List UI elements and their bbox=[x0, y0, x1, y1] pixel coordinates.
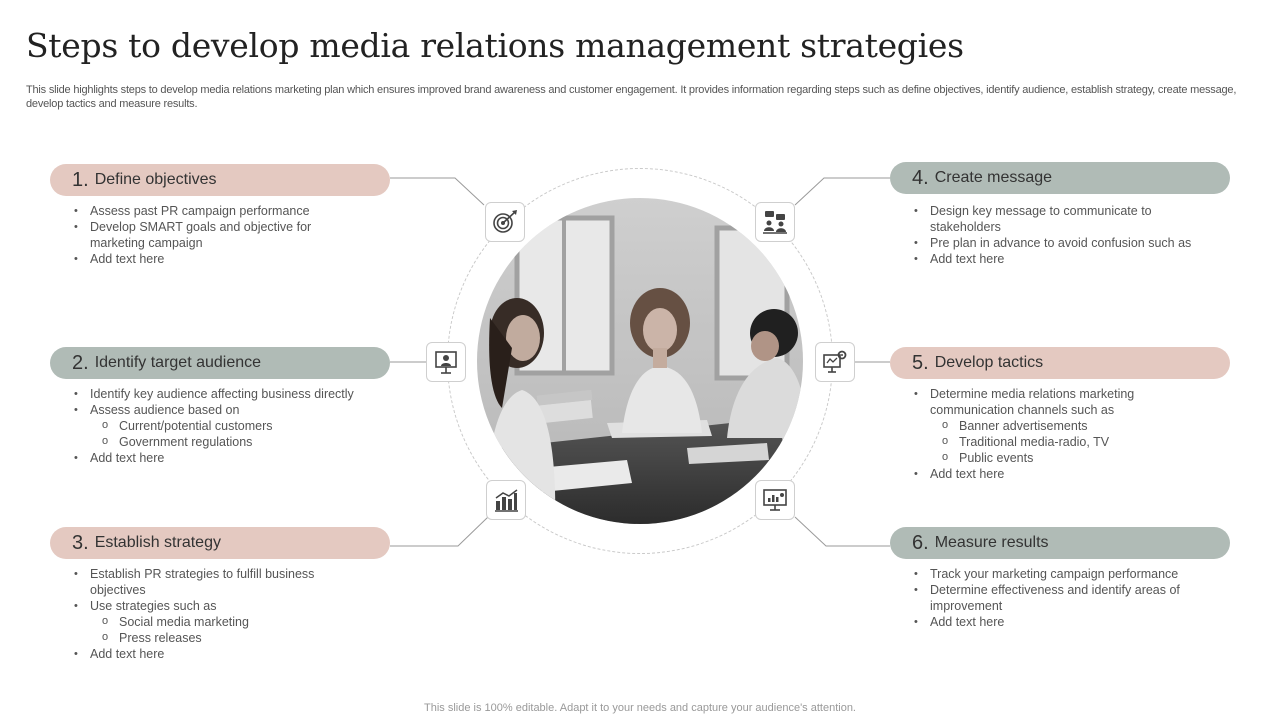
step-1-number: 1. bbox=[72, 168, 89, 191]
step-6-items: Track your marketing campaign performanc… bbox=[912, 566, 1212, 630]
step-2-pill: 2. Identify target audience bbox=[50, 347, 390, 379]
step-5-pill: 5. Develop tactics bbox=[890, 347, 1230, 379]
step-3-items: Establish PR strategies to fulfill busin… bbox=[72, 566, 342, 662]
list-item: Use strategies such as bbox=[72, 598, 342, 614]
sub-list-item: Press releases bbox=[72, 629, 342, 646]
step-1-label: Define objectives bbox=[94, 171, 217, 188]
sub-list-item: Banner advertisements bbox=[912, 417, 1172, 434]
sub-list-item: Government regulations bbox=[72, 433, 382, 450]
list-item: Add text here bbox=[72, 450, 382, 466]
list-item: Pre plan in advance to avoid confusion s… bbox=[912, 235, 1212, 251]
step-1-pill: 1. Define objectives bbox=[50, 164, 390, 196]
list-item: Develop SMART goals and objective for ma… bbox=[72, 219, 342, 251]
step-4-pill: 4. Create message bbox=[890, 162, 1230, 194]
list-item: Track your marketing campaign performanc… bbox=[912, 566, 1212, 582]
analytics-monitor-icon bbox=[763, 489, 787, 511]
step-5-number: 5. bbox=[912, 351, 929, 374]
step-5-items: Determine media relations marketing comm… bbox=[912, 386, 1172, 482]
target-icon bbox=[493, 210, 517, 233]
center-photo bbox=[477, 198, 803, 524]
bar-chart-icon bbox=[495, 489, 518, 512]
step-6-pill: 6. Measure results bbox=[890, 527, 1230, 559]
page-title: Steps to develop media relations managem… bbox=[26, 26, 964, 65]
step-1-icon-box bbox=[485, 202, 525, 242]
step-6-number: 6. bbox=[912, 531, 929, 554]
step-3-icon-box bbox=[486, 480, 526, 520]
list-item: Add text here bbox=[72, 646, 342, 662]
connector-step-3 bbox=[390, 516, 489, 547]
step-5-label: Develop tactics bbox=[934, 354, 1044, 371]
list-item: Design key message to communicate to sta… bbox=[912, 203, 1212, 235]
connector-step-4 bbox=[794, 177, 890, 206]
monitor-gear-icon bbox=[823, 350, 847, 373]
sub-list-item: Traditional media-radio, TV bbox=[912, 433, 1172, 450]
step-5-icon-box bbox=[815, 342, 855, 382]
connector-step-6 bbox=[794, 516, 890, 547]
step-2-items: Identify key audience affecting business… bbox=[72, 386, 382, 466]
connector-step-1 bbox=[390, 177, 485, 206]
sub-list-item: Current/potential customers bbox=[72, 417, 382, 434]
step-2-label: Identify target audience bbox=[94, 354, 262, 371]
meeting-photo-illustration bbox=[477, 198, 803, 524]
list-item: Identify key audience affecting business… bbox=[72, 386, 382, 402]
list-item: Determine media relations marketing comm… bbox=[912, 386, 1172, 418]
page-subtitle: This slide highlights steps to develop m… bbox=[26, 84, 1237, 110]
step-4-label: Create message bbox=[934, 169, 1053, 186]
step-6-icon-box bbox=[755, 480, 795, 520]
team-chat-icon bbox=[763, 211, 787, 234]
list-item: Assess past PR campaign performance bbox=[72, 203, 342, 219]
step-3-number: 3. bbox=[72, 531, 89, 554]
presentation-board-icon bbox=[435, 351, 457, 374]
footer-note: This slide is 100% editable. Adapt it to… bbox=[424, 702, 856, 714]
step-4-icon-box bbox=[755, 202, 795, 242]
list-item: Add text here bbox=[912, 614, 1212, 630]
list-item: Add text here bbox=[912, 466, 1172, 482]
step-1-items: Assess past PR campaign performance Deve… bbox=[72, 203, 342, 267]
list-item: Assess audience based on bbox=[72, 402, 382, 418]
step-6-label: Measure results bbox=[934, 534, 1049, 551]
list-item: Determine effectiveness and identify are… bbox=[912, 582, 1212, 614]
list-item: Add text here bbox=[912, 251, 1212, 267]
list-item: Add text here bbox=[72, 251, 342, 267]
step-4-items: Design key message to communicate to sta… bbox=[912, 203, 1212, 267]
step-3-label: Establish strategy bbox=[94, 534, 221, 551]
step-2-number: 2. bbox=[72, 351, 89, 374]
step-3-pill: 3. Establish strategy bbox=[50, 527, 390, 559]
step-4-number: 4. bbox=[912, 166, 929, 189]
sub-list-item: Social media marketing bbox=[72, 613, 342, 630]
list-item: Establish PR strategies to fulfill busin… bbox=[72, 566, 342, 598]
step-2-icon-box bbox=[426, 342, 466, 382]
sub-list-item: Public events bbox=[912, 449, 1172, 466]
